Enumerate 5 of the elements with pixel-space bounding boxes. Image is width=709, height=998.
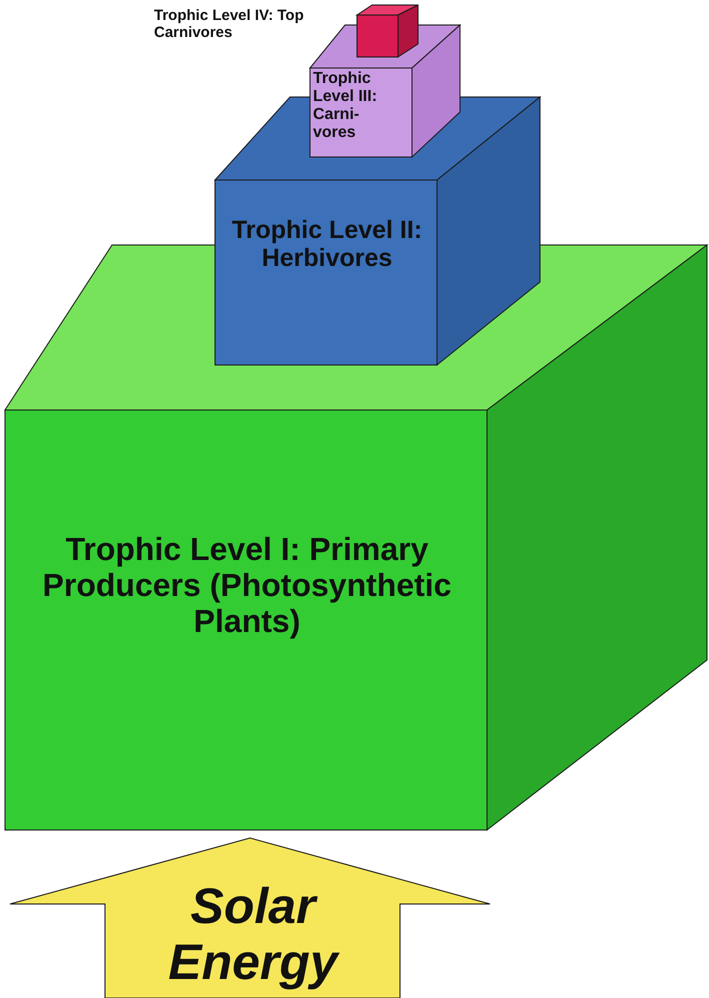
level-label: Trophic Level II: Herbivores xyxy=(230,216,424,272)
arrow-label: Solar Energy xyxy=(167,878,341,990)
level-label: Trophic Level IV: Top Carnivores xyxy=(154,8,305,42)
level-label: Trophic Level III: Carni-vores xyxy=(313,70,378,142)
level-label: Trophic Level I: Primary Producers (Photosynthetic Plants) xyxy=(42,532,452,640)
